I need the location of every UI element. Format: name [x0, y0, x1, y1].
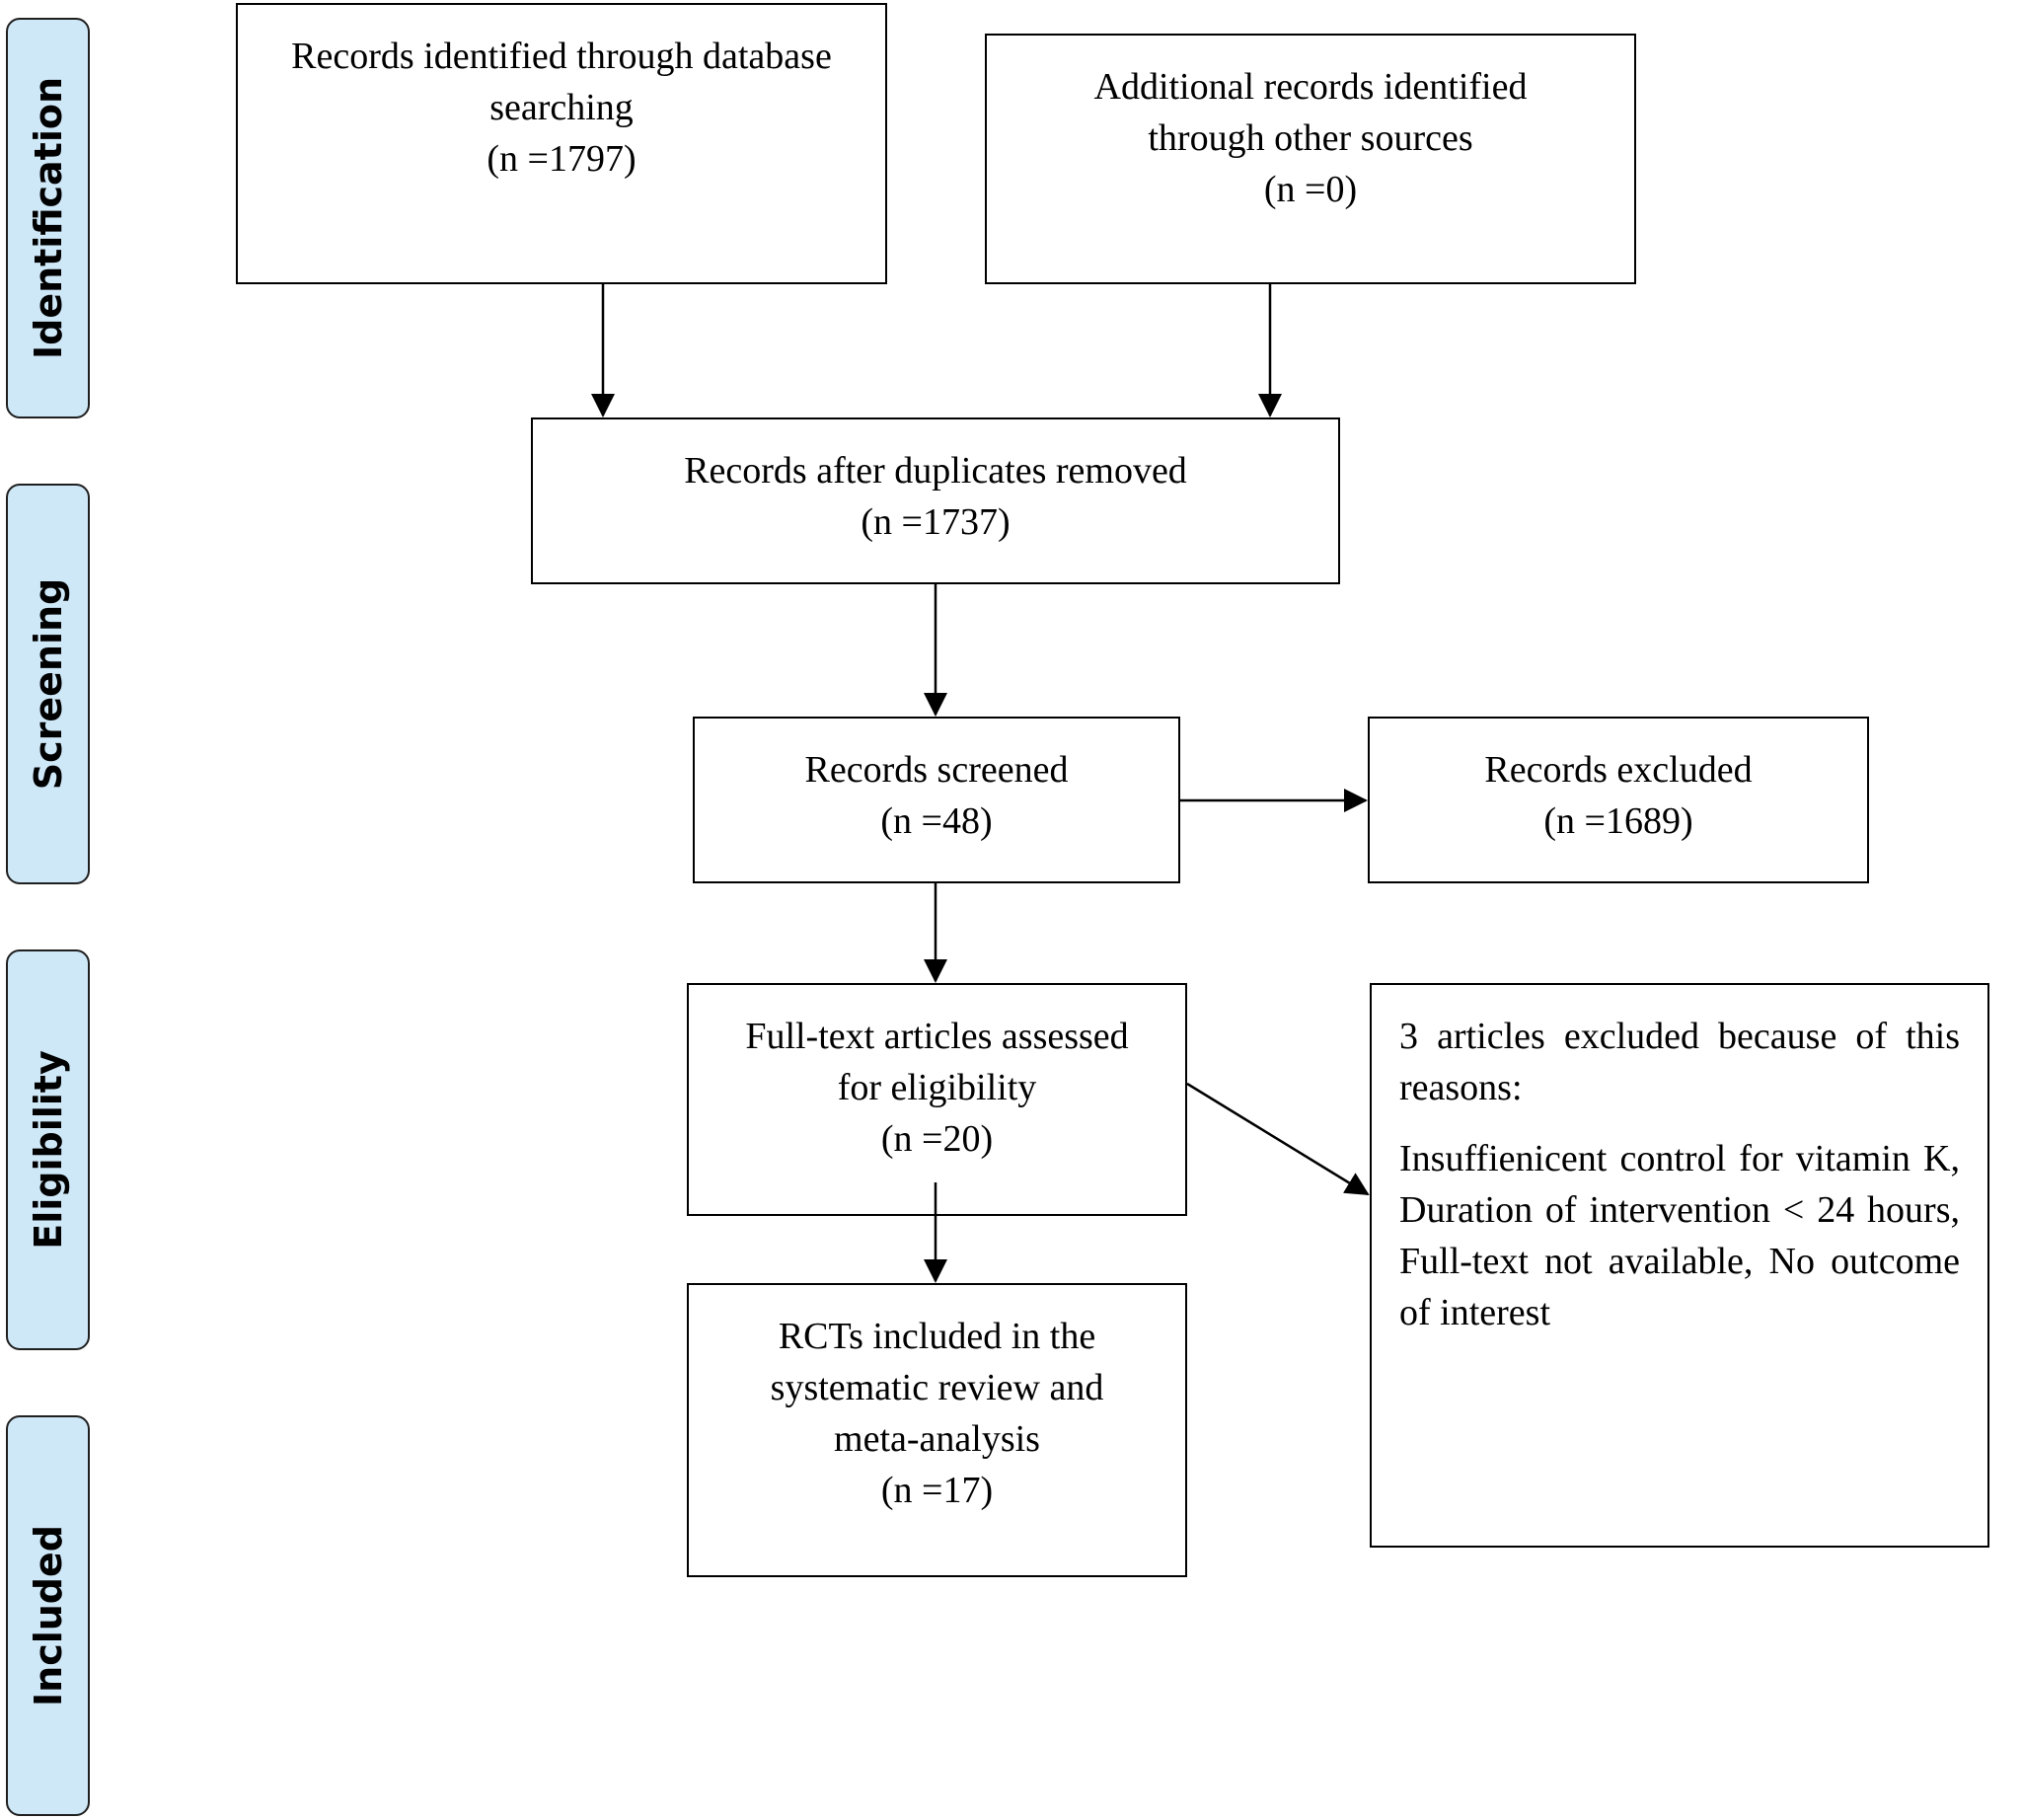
- box-database-records: Records identified through database sear…: [236, 3, 887, 284]
- reason-line-4: of interest: [1399, 1292, 1551, 1333]
- screened-line-2: (n =48): [880, 800, 993, 842]
- fulltext-excluded-line-1: 3 articles excluded because of this: [1399, 1016, 1960, 1057]
- included-line-1: RCTs included in the: [778, 1316, 1096, 1357]
- box-records-screened: Records screened (n =48): [693, 717, 1180, 883]
- other-line-3: (n =0): [1263, 169, 1358, 210]
- reason-line-2: Duration of intervention < 24 hours,: [1399, 1189, 1960, 1231]
- box-fulltext-assessed: Full-text articles assessed for eligibil…: [687, 983, 1187, 1216]
- stage-screening: Screening: [6, 484, 90, 884]
- fulltext-line-2: for eligibility: [837, 1067, 1037, 1108]
- dedup-line-1: Records after duplicates removed: [684, 450, 1187, 492]
- included-line-3: meta-analysis: [834, 1418, 1040, 1460]
- fulltext-line-3: (n =20): [880, 1118, 994, 1160]
- exclusion-reasons: Insuffienicent control for vitamin K, Du…: [1399, 1133, 1960, 1338]
- excluded-line-1: Records excluded: [1484, 749, 1753, 791]
- stage-eligibility: Eligibility: [6, 949, 90, 1350]
- reason-line-1: Insuffienicent control for vitamin K,: [1399, 1138, 1960, 1179]
- dedup-line-2: (n =1737): [861, 501, 1011, 543]
- other-line-1: Additional records identified: [1093, 66, 1528, 108]
- stage-included: Included: [6, 1415, 90, 1816]
- screened-line-1: Records screened: [804, 749, 1069, 791]
- box-rcts-included: RCTs included in the systematic review a…: [687, 1283, 1187, 1577]
- included-line-2: systematic review and: [770, 1367, 1104, 1408]
- database-line-3: (n =1797): [487, 138, 637, 180]
- fulltext-line-1: Full-text articles assessed: [745, 1016, 1129, 1057]
- box-after-duplicates: Records after duplicates removed (n =173…: [531, 417, 1340, 584]
- fulltext-excluded-line-2: reasons:: [1399, 1067, 1523, 1108]
- box-records-excluded: Records excluded (n =1689): [1368, 717, 1869, 883]
- stage-identification: Identification: [6, 18, 90, 418]
- included-line-4: (n =17): [880, 1470, 994, 1511]
- box-fulltext-excluded: 3 articles excluded because of this reas…: [1370, 983, 1989, 1548]
- database-line-1: Records identified through database: [291, 36, 832, 77]
- other-line-2: through other sources: [1148, 117, 1473, 159]
- box-other-sources: Additional records identified through ot…: [985, 34, 1636, 284]
- excluded-line-2: (n =1689): [1543, 800, 1693, 842]
- reason-line-3: Full-text not available, No outcome: [1399, 1241, 1960, 1282]
- database-line-2: searching: [489, 87, 634, 128]
- arrow-fulltext-to-excluded: [1186, 1082, 1370, 1196]
